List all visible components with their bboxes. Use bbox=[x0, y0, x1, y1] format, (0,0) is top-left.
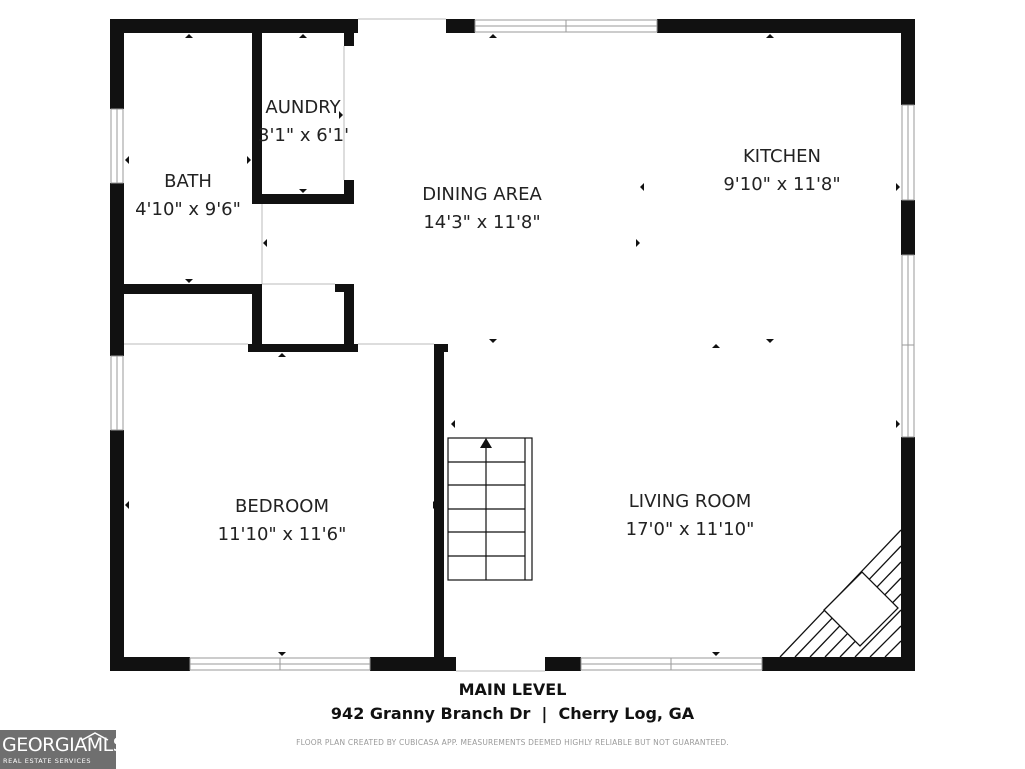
wall-left-mid bbox=[110, 183, 124, 356]
logo-tagline: REAL ESTATE SERVICES bbox=[3, 757, 92, 765]
room-name: KITCHEN bbox=[743, 146, 821, 167]
marker-icon bbox=[712, 652, 720, 656]
marker-icon bbox=[489, 339, 497, 343]
marker-icon bbox=[299, 34, 307, 38]
wall-bath-bottom bbox=[124, 284, 254, 294]
wall-bottom-left bbox=[110, 657, 190, 671]
marker-icon bbox=[247, 156, 251, 164]
thin-lines bbox=[124, 18, 545, 672]
room-dims: 17'0" x 11'10" bbox=[625, 519, 755, 540]
room-dims: 4'10" x 9'6" bbox=[135, 199, 241, 220]
wall-laundry-right bbox=[344, 33, 354, 46]
disclaimer-text: FLOOR PLAN CREATED BY CUBICASA APP. MEAS… bbox=[296, 738, 729, 747]
room-label-laundry: AUNDRY 3'1" x 6'1" bbox=[258, 94, 348, 150]
wall-laundry-right-low bbox=[344, 180, 354, 204]
marker-icon bbox=[766, 339, 774, 343]
room-name: LIVING ROOM bbox=[628, 491, 752, 512]
wall-right-upper bbox=[901, 19, 915, 105]
marker-icon bbox=[125, 501, 129, 509]
room-name: BEDROOM bbox=[235, 496, 329, 517]
wall-right-mid bbox=[901, 200, 915, 255]
marker-icon bbox=[451, 420, 455, 428]
marker-icon bbox=[185, 279, 193, 283]
wall-left-upper bbox=[110, 19, 124, 109]
marker-icon bbox=[339, 111, 343, 119]
wall-bath-laundry bbox=[252, 33, 262, 203]
room-name: BATH bbox=[164, 171, 212, 192]
stairs bbox=[447, 437, 533, 581]
wall-bedroom-right bbox=[434, 344, 444, 671]
interior-walls bbox=[124, 33, 448, 671]
marker-icon bbox=[125, 156, 129, 164]
wall-top-left bbox=[110, 19, 358, 33]
wall-closet-top bbox=[335, 284, 354, 292]
wall-closet-left bbox=[252, 284, 262, 352]
wall-right-lower bbox=[901, 437, 915, 671]
property-address: 942 Granny Branch Dr | Cherry Log, GA bbox=[330, 704, 695, 723]
door-markers bbox=[125, 34, 900, 656]
wall-bedroom-right-top bbox=[434, 344, 448, 352]
wall-left-lower bbox=[110, 430, 124, 671]
room-name: DINING AREA bbox=[422, 184, 542, 205]
room-label-living: LIVING ROOM 17'0" x 11'10" bbox=[590, 488, 790, 544]
wall-top-mid bbox=[446, 19, 475, 33]
wall-top-right bbox=[657, 19, 915, 33]
room-dims: 3'1" x 6'1" bbox=[258, 125, 348, 146]
marker-icon bbox=[433, 501, 437, 509]
wall-closet-bottom bbox=[248, 344, 358, 352]
marker-icon bbox=[636, 239, 640, 247]
marker-icon bbox=[896, 183, 900, 191]
room-dims: 14'3" x 11'8" bbox=[423, 212, 541, 233]
room-dims: 9'10" x 11'8" bbox=[723, 174, 841, 195]
room-label-bath: BATH 4'10" x 9'6" bbox=[124, 168, 252, 224]
marker-icon bbox=[185, 34, 193, 38]
room-name: AUNDRY bbox=[265, 97, 341, 118]
stair-arrow-icon bbox=[480, 438, 492, 448]
marker-icon bbox=[278, 353, 286, 357]
level-title: MAIN LEVEL bbox=[458, 680, 567, 699]
marker-icon bbox=[299, 189, 307, 193]
marker-icon bbox=[712, 344, 720, 348]
corner-stairs bbox=[779, 529, 902, 658]
marker-icon bbox=[489, 34, 497, 38]
roof-icon bbox=[81, 732, 109, 741]
wall-closet-right bbox=[344, 284, 354, 352]
windows bbox=[110, 19, 915, 671]
corner-landing bbox=[823, 571, 899, 647]
room-label-kitchen: KITCHEN 9'10" x 11'8" bbox=[682, 143, 882, 199]
marker-icon bbox=[766, 34, 774, 38]
wall-bottom-right bbox=[762, 657, 915, 671]
georgia-mls-logo: GEORGIAMLS REAL ESTATE SERVICES bbox=[0, 730, 125, 769]
marker-icon bbox=[263, 239, 267, 247]
logo-brand: GEORGIAMLS bbox=[2, 734, 125, 756]
marker-icon bbox=[278, 652, 286, 656]
room-dims: 11'10" x 11'6" bbox=[217, 524, 347, 545]
wall-laundry-bottom bbox=[252, 194, 354, 204]
wall-bottom-mid-b bbox=[545, 657, 581, 671]
marker-icon bbox=[896, 420, 900, 428]
room-label-dining: DINING AREA 14'3" x 11'8" bbox=[382, 181, 582, 237]
room-label-bedroom: BEDROOM 11'10" x 11'6" bbox=[182, 493, 382, 549]
marker-icon bbox=[640, 183, 644, 191]
